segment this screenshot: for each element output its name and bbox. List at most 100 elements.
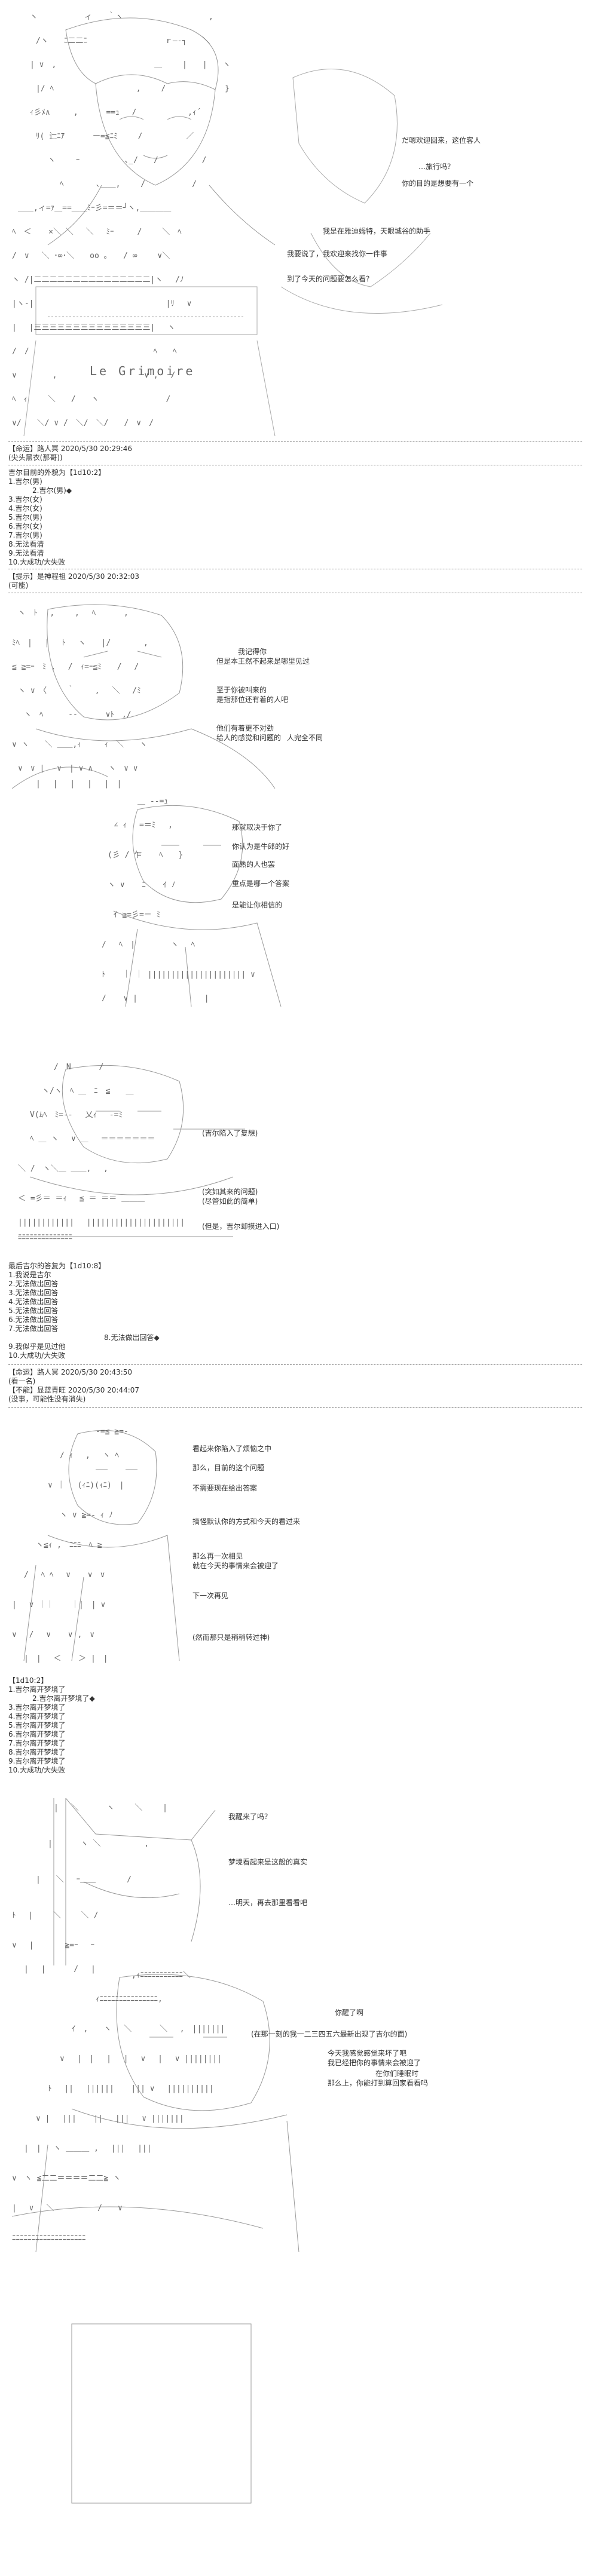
svg-text:ｲ , ヽ ＼ ＼ , |||||||: ｲ , ヽ ＼ ＼ , ||||||| [72, 2025, 225, 2034]
dialogue-line: (在那一刻的我一二三四五六最新出现了吉尔的面) [251, 2030, 408, 2038]
log-subheader: (看一名) [8, 1377, 36, 1385]
divider [8, 1407, 582, 1408]
svg-text:-=≦ ≧=-: -=≦ ≧=- [96, 1427, 129, 1436]
svg-text:/ ﾍ ﾍ ∨ ∨ ∨: / ﾍ ﾍ ∨ ∨ ∨ [24, 1571, 105, 1580]
dialogue-line: (然而那只是稍稍转过神) [192, 1633, 270, 1642]
svg-text:ﾄ ｜ ｜ |||||||||||||||||||||: ﾄ ｜ ｜ ||||||||||||||||||||| ∨ [102, 970, 255, 979]
dice-log-2: 【提示】是神程祖 2020/5/30 20:32:03 (可能) [8, 572, 139, 590]
shop-desk [23, 286, 276, 436]
result-option: 7.吉尔离开梦境了 [8, 1739, 66, 1747]
dialogue-line: (但是，吉尔却摸进入口) [202, 1222, 280, 1231]
art-glyph: / ∨ ＼ ･∞･＼ oo ｡ / ∞ ∨＼ [12, 252, 170, 260]
result-option: 9.无法看清 [8, 549, 44, 557]
svg-text:∨ / ∨ ∨ , ∨: ∨ / ∨ ∨ , ∨ [12, 1630, 94, 1639]
dialogue-line: 到了今天的问题要怎么看？ [287, 275, 374, 283]
result-option: 3.吉尔(女) [8, 495, 42, 504]
dialogue-line: 你的目的是想要有一个 [402, 179, 474, 188]
dialogue-line: 我是在雅迪姆特，天眼城谷的助手 [323, 227, 431, 235]
svg-text:ヽ ∨ 〈 ｀ , ＼ /ﾐ: ヽ ∨ 〈 ｀ , ＼ /ﾐ [18, 685, 141, 695]
result-option: 5.吉尔(男) [8, 513, 42, 522]
svg-text:/ ﾍ | ヽ ﾍ: / ﾍ | ヽ ﾍ [102, 940, 195, 949]
svg-text:ﾐﾍ | | ﾄ ヽ |/ ,: ﾐﾍ | | ﾄ ヽ |/ , [12, 639, 148, 648]
dialogue-line: 我已经把你的事情来会被迎了 [328, 2059, 421, 2067]
character-figure [47, 17, 276, 246]
result-option: 6.无法做出回答 [8, 1315, 59, 1324]
svg-text:＿ -‐=ｭ: ＿ -‐=ｭ [137, 797, 168, 806]
ascii-art-panel-5: -=≦ ≧=- / ｨ , ヽ ﾍ ∨ ｜ (ｨﾆ)(ｨﾆ) | ヽ ∨ ≧=‐… [12, 1422, 191, 1667]
dialogue-line: 在你们睡眠时 [375, 2069, 419, 2078]
svg-text:/ ∨ | |: / ∨ | | [102, 994, 209, 1003]
result-option: 6.吉尔(女) [8, 522, 42, 530]
svg-text:,ｨﾆﾆﾆﾆﾆﾆﾆﾆﾆﾆﾆ＼: ,ｨﾆﾆﾆﾆﾆﾆﾆﾆﾆﾆﾆ＼ [132, 1971, 191, 1980]
art-glyph: |/ ﾍ , / } [36, 84, 230, 93]
art-glyph: ｨ彡ﾒ∧ , ==ｭ / ,ｨ´ [30, 108, 201, 117]
dialogue-line: 梦境看起来是这般的真实 [228, 1858, 308, 1866]
art-glyph: ﾍ ｨ ＼ / ヽ / [12, 395, 170, 404]
svg-text:ヽ≦ｨ , ﾆﾆﾆ ﾍ ≧: ヽ≦ｨ , ﾆﾆﾆ ﾍ ≧ [36, 1541, 102, 1550]
dialogue-line: 我要说了，我欢迎来找你一件事 [287, 250, 388, 258]
dialogue-line: 人完全不同 [287, 734, 323, 742]
dialogue-line: 那就取决于你了 [232, 823, 283, 832]
svg-text:∨ | ≧=ｰ ｰ: ∨ | ≧=ｰ ｰ [12, 1941, 94, 1950]
result-title: 【1d10:2】 [8, 1676, 48, 1685]
result-title: 最后吉尔的答复为【1d10:8】 [8, 1262, 106, 1270]
dialogue-line: だ嗯欢迎回来，这位客人 [402, 136, 481, 145]
svg-text:ヽ ﾄ , , ﾍ ,: ヽ ﾄ , , ﾍ , [18, 609, 129, 618]
svg-text:∨ | | | | ∨ | ∨ ||||||||: ∨ | | | | ∨ | ∨ |||||||| [60, 2054, 222, 2063]
result-option: 9.我似乎是见过他 [8, 1342, 66, 1351]
dice-log-1: 【命运】路人冥 2020/5/30 20:29:46 (尖头黑衣(那哥)) [8, 444, 132, 462]
log-header: 【不能】显蓝青旺 2020/5/30 20:44:07 [8, 1386, 140, 1394]
dialogue-line: 那么，目前的这个问题 [192, 1464, 265, 1472]
result-option-selected: 2.吉尔(男)◆ [32, 486, 72, 495]
result-option: 5.无法做出回答 [8, 1307, 59, 1315]
dialogue-line: 给人的感觉和问题的 [216, 734, 282, 742]
shop-sign: Le Grimoire [90, 364, 195, 378]
dialogue-line: 今天我感觉感觉来坏了吧 [328, 2049, 407, 2057]
result-option: 10.大成功/大失败 [8, 1351, 66, 1360]
ascii-art-panel-3: ＿ -‐=ｭ ∠ ｨ =＝ﾐ , (彡 / 乍 ﾍ } ヽ ∨ ﾆ ｲ ﾉ ｲ … [102, 792, 448, 1007]
svg-text:| ∨ ＼ / ∨: | ∨ ＼ / ∨ [12, 2204, 123, 2213]
result-option: 1.吉尔离开梦境了 [8, 1685, 66, 1694]
result-option: 4.吉尔(女) [8, 504, 42, 513]
result-option-selected: 8.无法做出回答◆ [104, 1333, 160, 1342]
svg-text:/ N /: / N / [54, 1063, 103, 1072]
svg-text:ﾄ || |||||| ||| ∨ |||||||: ﾄ || |||||| ||| ∨ |||||||||| [48, 2084, 214, 2093]
result-option: 4.吉尔离开梦境了 [8, 1712, 66, 1721]
svg-text:| ＼ ヽ ＼ |: | ＼ ヽ ＼ | [54, 1804, 167, 1813]
ascii-art-panel-1: ヽ ィ ｀ヽ , /ヽ ﾆ二二ﾆ ｒ―‐┐ ＼ | ∨ , ＿ | | ヽ |/… [12, 6, 574, 436]
dialogue-line: 他们有着更不对劲 [216, 724, 274, 732]
ascii-art-panel-7: ,ｨﾆﾆﾆﾆﾆﾆﾆﾆﾆﾆﾆ＼ ｨﾆﾆﾆﾆﾆﾆﾆﾆﾆﾆﾆﾆﾆﾆﾆ, ｲ , ヽ ＼… [12, 1965, 311, 2563]
art-glyph: / / ﾍ ﾍ [12, 347, 177, 356]
art-glyph: ∨ , ∨ , / [12, 371, 175, 380]
result-option-selected: 2.吉尔离开梦境了◆ [32, 1694, 95, 1703]
result-option: 7.吉尔(男) [8, 531, 42, 539]
result-option: 8.吉尔离开梦境了 [8, 1748, 66, 1756]
svg-text:ﾆﾆﾆﾆﾆﾆﾆﾆﾆﾆﾆﾆﾆﾆ: ﾆﾆﾆﾆﾆﾆﾆﾆﾆﾆﾆﾆﾆﾆ [18, 1233, 72, 1242]
svg-text:ヽ ∨ ﾆ ｲ ﾉ: ヽ ∨ ﾆ ｲ ﾉ [108, 881, 175, 890]
art-glyph: ∨/ ＼/ ∨ / ＼/ ＼/ / ∨ / [12, 419, 154, 428]
ascii-art-panel-6: | ＼ ヽ ＼ | | ヽ ＼ , | ＼ ｰ＿＿ / ﾄ | ＼ ＼ / ∨ … [12, 1786, 233, 1977]
dialogue-line: (突如其来的问题) [202, 1188, 258, 1196]
art-glyph: ヽ /|二二二二二二二二二二二二二二二|ヽ /ﾉ [12, 275, 184, 284]
dialogue-line: 我醒来了吗？ [228, 1813, 272, 1821]
svg-text:| ＼ ｰ＿＿ /: | ＼ ｰ＿＿ / [36, 1875, 132, 1884]
dialogue-line: 那么上，你能打到算回家看看吗 [328, 2079, 429, 2087]
divider [8, 1364, 582, 1365]
svg-text:| | ヽ ＿＿＿ , ||| |||: | | ヽ ＿＿＿ , ||| ||| [24, 2144, 152, 2153]
dialogue-line: 看起来你陷入了烦恼之中 [192, 1445, 272, 1453]
svg-text:ヽ/ヽ ﾍ ＿ ﾆ ≦ ＿: ヽ/ヽ ﾍ ＿ ﾆ ≦ ＿ [42, 1087, 133, 1096]
dialogue-line: 面熟的人也罢 [232, 860, 276, 869]
ascii-art-panel-2: ヽ ﾄ , , ﾍ , ﾐﾍ | | ﾄ ヽ |/ , ≦ ≧=ｰ ﾐ , / … [12, 597, 323, 789]
svg-text:| ∨ ｜｜ ｜| | ∨: | ∨ ｜｜ ｜| | ∨ [12, 1600, 105, 1609]
art-glyph: ﾘ( 辷ﾆｱ ー=≦ﾆﾐ / ／ [36, 132, 194, 141]
svg-text:| | ＜ ＞ | |: | | ＜ ＞ | | [24, 1654, 108, 1663]
dialogue-line: 下一次再见 [192, 1591, 229, 1600]
dialogue-line: (吉尔陷入了复想) [202, 1129, 258, 1137]
svg-text:| ヽ ＼ ,: | ヽ ＼ , [48, 1839, 149, 1848]
ascii-art-panel-4: / N / ヽ/ヽ ﾍ ＿ ﾆ ≦ ＿ V(ﾑﾍ ﾐ=‐- 乂ｨ -=ﾐ ﾍ ＿… [18, 1057, 329, 1243]
dialogue-line: …明天，再去那里看看吧 [228, 1899, 308, 1907]
svg-text:＼ / ヽ＼＿ ＿＿, ,: ＼ / ヽ＼＿ ＿＿, , [18, 1164, 108, 1173]
result-option: 7.无法做出回答 [8, 1324, 59, 1333]
dialogue-line: …旅行吗？ [418, 162, 455, 171]
